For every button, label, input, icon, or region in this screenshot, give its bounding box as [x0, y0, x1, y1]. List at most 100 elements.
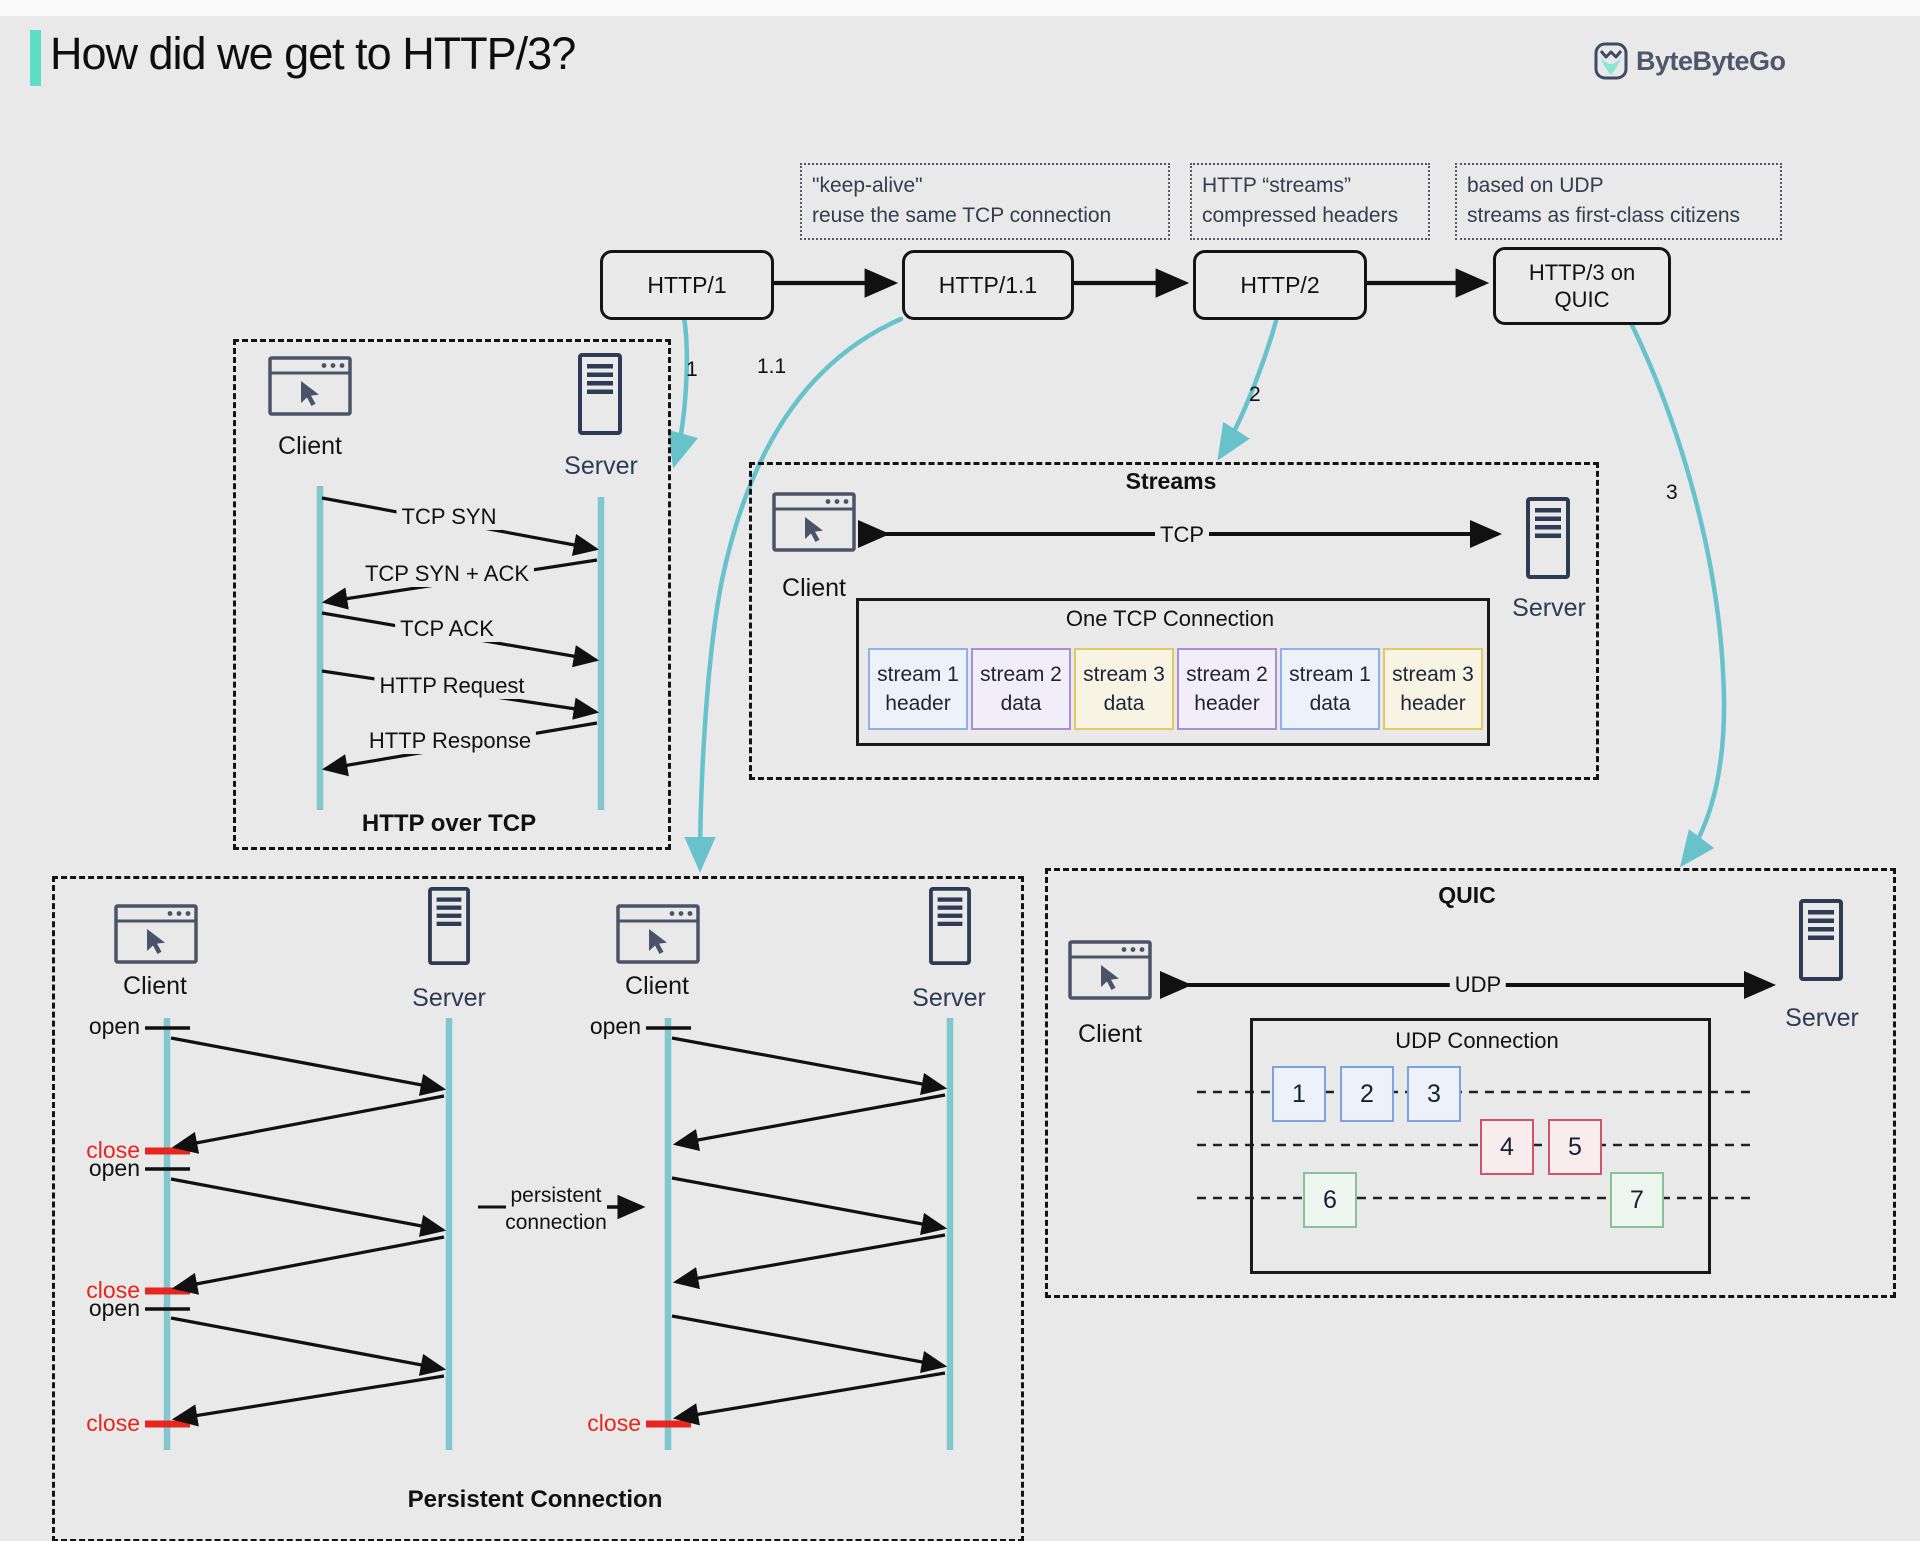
quic-packet: 5	[1548, 1119, 1602, 1175]
packet-number: 2	[1360, 1079, 1374, 1108]
segment-stream: stream 2	[1186, 662, 1268, 686]
server-label: Server	[912, 984, 986, 1012]
brand-name: ByteByteGo	[1636, 45, 1786, 76]
http-over-tcp-caption: HTTP over TCP	[361, 810, 537, 837]
msg-tcp-syn-ack: TCP SYN + ACK	[359, 561, 535, 587]
note-keep-alive: "keep-alive" reuse the same TCP connecti…	[800, 163, 1170, 240]
top-strip	[0, 0, 1920, 16]
persistent-lifelines	[163, 1018, 954, 1450]
stream-segment: stream 1 data	[1280, 648, 1380, 730]
quic-box	[1045, 868, 1896, 1298]
branch-label-1: 1	[686, 358, 698, 381]
note-udp: based on UDP streams as first-class citi…	[1455, 163, 1782, 240]
msg-tcp-syn: TCP SYN	[396, 504, 502, 530]
note-line: streams as first-class citizens	[1467, 204, 1741, 228]
node-http1: HTTP/1	[600, 250, 774, 320]
packet-number: 1	[1292, 1079, 1306, 1108]
branch-curves	[667, 314, 1727, 873]
packet-number: 5	[1568, 1132, 1582, 1161]
close-label: close	[86, 1410, 140, 1436]
note-line: "keep-alive"	[812, 174, 923, 197]
streams-box	[749, 462, 1599, 780]
one-tcp-connection-title: One TCP Connection	[1065, 606, 1275, 631]
close-label: close	[587, 1410, 641, 1436]
udp-transport-label: UDP	[1449, 972, 1507, 998]
one-tcp-connection-rect	[856, 598, 1490, 746]
stream-segment: stream 3 data	[1074, 648, 1174, 730]
client-label: Client	[625, 972, 689, 1000]
packet-number: 7	[1630, 1185, 1644, 1214]
server-label: Server	[412, 984, 486, 1012]
node-http3: HTTP/3 on QUIC	[1493, 247, 1671, 325]
bytebytego-icon	[1594, 42, 1628, 80]
stream-segment: stream 1 header	[868, 648, 968, 730]
node-label: HTTP/2	[1240, 271, 1320, 298]
stream-segment: stream 3 header	[1383, 648, 1483, 730]
open-label: open	[88, 1013, 140, 1039]
quic-packet: 2	[1340, 1066, 1394, 1122]
segment-kind: data	[1309, 692, 1351, 715]
open-label: open	[589, 1013, 641, 1039]
quic-packet: 4	[1480, 1119, 1534, 1175]
page-title: How did we get to HTTP/3?	[50, 28, 576, 79]
client-label: Client	[123, 972, 187, 1000]
quic-packet: 7	[1610, 1172, 1664, 1228]
branch-label-3: 3	[1666, 481, 1678, 504]
segment-stream: stream 2	[980, 662, 1062, 686]
quic-packet: 6	[1303, 1172, 1357, 1228]
quic-packet: 1	[1272, 1066, 1326, 1122]
segment-kind: data	[1000, 692, 1042, 715]
note-streams: HTTP “streams” compressed headers	[1190, 163, 1430, 240]
note-line: HTTP “streams”	[1202, 174, 1351, 197]
segment-stream: stream 3	[1083, 662, 1165, 686]
client-label: Client	[278, 432, 342, 460]
server-label: Server	[1785, 1004, 1859, 1032]
streams-title: Streams	[1125, 468, 1217, 494]
udp-connection-rect	[1250, 1018, 1711, 1274]
stream-segment: stream 2 data	[971, 648, 1071, 730]
segment-stream: stream 3	[1392, 662, 1474, 686]
packet-number: 6	[1323, 1185, 1337, 1214]
tcp-transport-label: TCP	[1155, 522, 1209, 548]
http-over-tcp-box	[233, 339, 671, 850]
quic-packet: 3	[1407, 1066, 1461, 1122]
packet-number: 4	[1500, 1132, 1514, 1161]
client-label: Client	[782, 574, 846, 602]
segment-kind: data	[1103, 692, 1145, 715]
node-label: QUIC	[1554, 287, 1610, 312]
client-label: Client	[1078, 1020, 1142, 1048]
persistent-right-messages	[671, 1036, 948, 1426]
node-label: HTTP/1	[647, 271, 727, 298]
segment-kind: header	[1400, 692, 1466, 715]
close-label: close	[86, 1277, 140, 1303]
server-label: Server	[1512, 594, 1586, 622]
persistent-callout: persistent connection	[505, 1182, 607, 1237]
open-label: open	[88, 1155, 140, 1181]
persistent-connection-box	[52, 876, 1024, 1541]
http-over-tcp-lifelines	[316, 486, 605, 810]
close-label: close	[86, 1137, 140, 1163]
node-http2: HTTP/2	[1193, 250, 1367, 320]
branch-label-2: 2	[1249, 383, 1261, 406]
msg-http-response: HTTP Response	[363, 728, 537, 754]
node-http1-1: HTTP/1.1	[902, 250, 1074, 320]
node-label: HTTP/3 on	[1528, 259, 1636, 285]
msg-tcp-ack: TCP ACK	[395, 616, 499, 642]
branch-label-1-1: 1.1	[757, 355, 787, 378]
note-line: based on UDP	[1467, 174, 1604, 197]
segment-kind: header	[1194, 692, 1260, 715]
brand-logo: ByteByteGo	[1594, 42, 1786, 80]
open-label: open	[88, 1295, 140, 1321]
note-line: compressed headers	[1202, 204, 1399, 228]
callout-line: persistent	[510, 1184, 602, 1207]
quic-title: QUIC	[1438, 882, 1496, 908]
note-line: reuse the same TCP connection	[812, 204, 1112, 228]
msg-http-request: HTTP Request	[374, 673, 530, 699]
segment-stream: stream 1	[877, 662, 959, 686]
persistent-left-messages	[170, 1036, 447, 1427]
title-accent-bar	[30, 30, 41, 86]
open-ticks	[145, 1026, 691, 1311]
segment-stream: stream 1	[1289, 662, 1371, 686]
packet-number: 3	[1427, 1079, 1441, 1108]
